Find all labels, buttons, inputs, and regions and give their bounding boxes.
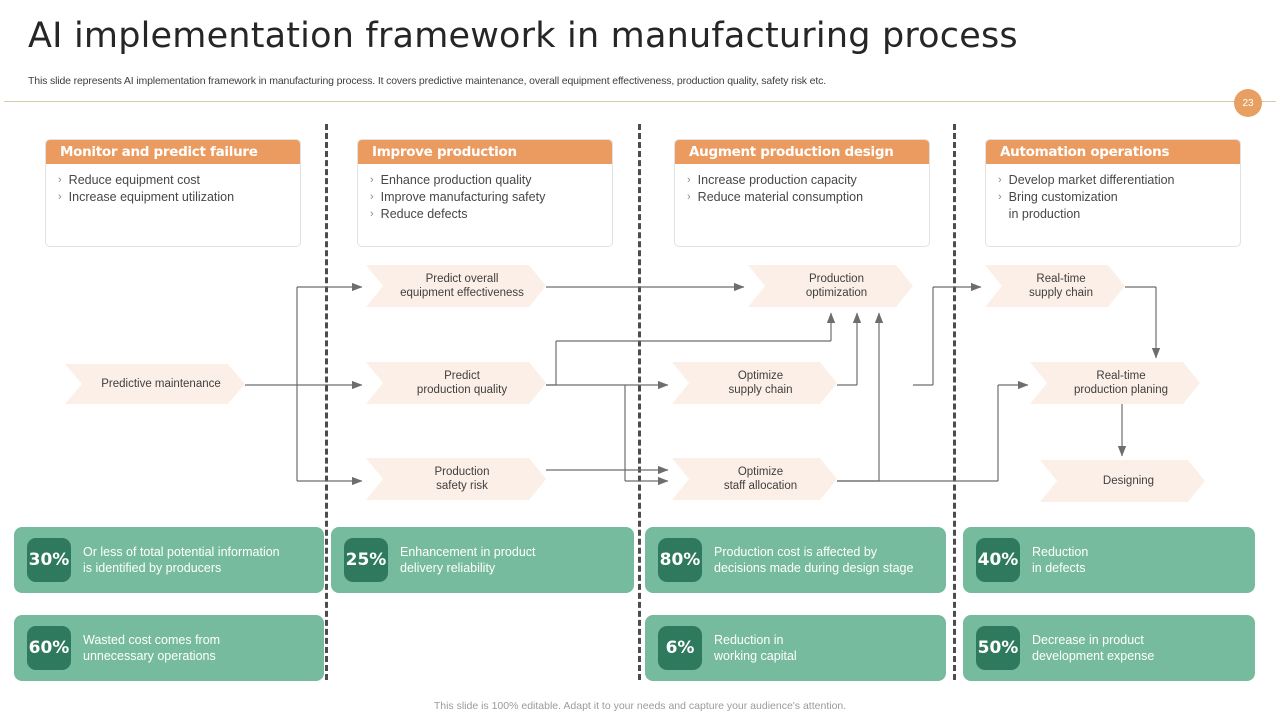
chevron-right-icon: › (58, 191, 62, 203)
flow-node-production-safety-risk[interactable]: Production safety risk (366, 458, 546, 500)
status-badge: 80% (658, 538, 702, 582)
category-card-title: Improve production (358, 140, 612, 164)
chevron-right-icon: › (370, 191, 374, 203)
status-badge: 6% (658, 626, 702, 670)
list-item: › Improve manufacturing safety (370, 189, 604, 206)
stat-card[interactable]: 80% Production cost is affected by decis… (645, 527, 946, 593)
column-divider-3 (953, 124, 956, 680)
flow-node-designing[interactable]: Designing (1040, 460, 1205, 502)
chevron-right-icon: › (370, 208, 374, 220)
chevron-right-icon: › (998, 191, 1002, 203)
bullet-text: Enhance production quality (380, 173, 532, 187)
stat-card[interactable]: 50% Decrease in product development expe… (963, 615, 1255, 681)
list-item: › Bring customization in production (998, 189, 1232, 223)
status-badge: 60% (27, 626, 71, 670)
chevron-right-icon: › (998, 174, 1002, 186)
category-bullet-list: › Increase production capacity › Reduce ma… (675, 172, 929, 206)
category-bullet-list: › Reduce equipment cost › Increase equipme… (46, 172, 300, 206)
stat-description: Production cost is affected by decisions… (714, 545, 914, 575)
list-item: › Reduce equipment cost (58, 172, 292, 189)
stat-description: Or less of total potential information i… (83, 545, 280, 575)
list-item: › Reduce defects (370, 206, 604, 223)
bullet-text: Increase production capacity (697, 173, 857, 187)
stat-card[interactable]: 60% Wasted cost comes from unnecessary o… (14, 615, 324, 681)
stat-card[interactable]: 6% Reduction in working capital (645, 615, 946, 681)
bullet-text: Reduce defects (380, 207, 468, 221)
status-badge: 25% (344, 538, 388, 582)
category-card-improve-production[interactable]: Improve production › Enhance production q… (357, 139, 613, 247)
stat-description: Enhancement in product delivery reliabil… (400, 545, 536, 575)
category-card-title: Augment production design (675, 140, 929, 164)
bullet-text: Reduce material consumption (697, 190, 864, 204)
list-item: › Increase production capacity (687, 172, 921, 189)
bullet-text: Develop market differentiation (1008, 173, 1175, 187)
chevron-right-icon: › (687, 174, 691, 186)
category-card-monitor-and-predict-failure[interactable]: Monitor and predict failure › Reduce equi… (45, 139, 301, 247)
list-item: › Increase equipment utilization (58, 189, 292, 206)
category-card-augment-production-design[interactable]: Augment production design › Increase prod… (674, 139, 930, 247)
bullet-text: Increase equipment utilization (68, 190, 235, 204)
stat-description: Reduction in defects (1032, 545, 1089, 575)
status-badge: 40% (976, 538, 1020, 582)
stat-description: Decrease in product development expense (1032, 633, 1155, 663)
category-card-automation-operations[interactable]: Automation operations › Develop market di… (985, 139, 1241, 247)
stat-card[interactable]: 25% Enhancement in product delivery reli… (331, 527, 634, 593)
bullet-text: Reduce equipment cost (68, 173, 201, 187)
flow-node-real-time-production-planing[interactable]: Real-time production planing (1030, 362, 1200, 404)
category-bullet-list: › Develop market differentiation › Bring c… (986, 172, 1240, 223)
bullet-text: Bring customization in production (1008, 190, 1118, 221)
category-card-title: Automation operations (986, 140, 1240, 164)
category-bullet-list: › Enhance production quality › Improve man… (358, 172, 612, 223)
column-divider-1 (325, 124, 328, 680)
chevron-right-icon: › (687, 191, 691, 203)
flow-node-real-time-supply-chain[interactable]: Real-time supply chain (985, 265, 1125, 307)
chevron-right-icon: › (58, 174, 62, 186)
stat-description: Wasted cost comes from unnecessary opera… (83, 633, 221, 663)
status-badge: 50% (976, 626, 1020, 670)
flow-node-optimize-supply-chain[interactable]: Optimize supply chain (672, 362, 837, 404)
page-subtitle: This slide represents AI implementation … (28, 75, 826, 87)
page-number-badge: 23 (1234, 89, 1262, 117)
bullet-text: Improve manufacturing safety (380, 190, 546, 204)
flow-node-optimize-staff-allocation[interactable]: Optimize staff allocation (672, 458, 837, 500)
flow-node-predict-oee[interactable]: Predict overall equipment effectiveness (366, 265, 546, 307)
chevron-right-icon: › (370, 174, 374, 186)
list-item: › Enhance production quality (370, 172, 604, 189)
flow-node-predict-production-quality[interactable]: Predict production quality (366, 362, 546, 404)
list-item: › Reduce material consumption (687, 189, 921, 206)
stat-card[interactable]: 30% Or less of total potential informati… (14, 527, 324, 593)
flow-node-production-optimization[interactable]: Production optimization (748, 265, 913, 307)
flow-node-predictive-maintenance[interactable]: Predictive maintenance (65, 364, 245, 404)
stat-description: Reduction in working capital (714, 633, 797, 663)
category-card-title: Monitor and predict failure (46, 140, 300, 164)
header-divider-rule (4, 101, 1276, 102)
column-divider-2 (638, 124, 641, 680)
page-title: AI implementation framework in manufactu… (28, 16, 1018, 56)
list-item: › Develop market differentiation (998, 172, 1232, 189)
stat-card[interactable]: 40% Reduction in defects (963, 527, 1255, 593)
footer-note: This slide is 100% editable. Adapt it to… (433, 700, 847, 712)
status-badge: 30% (27, 538, 71, 582)
